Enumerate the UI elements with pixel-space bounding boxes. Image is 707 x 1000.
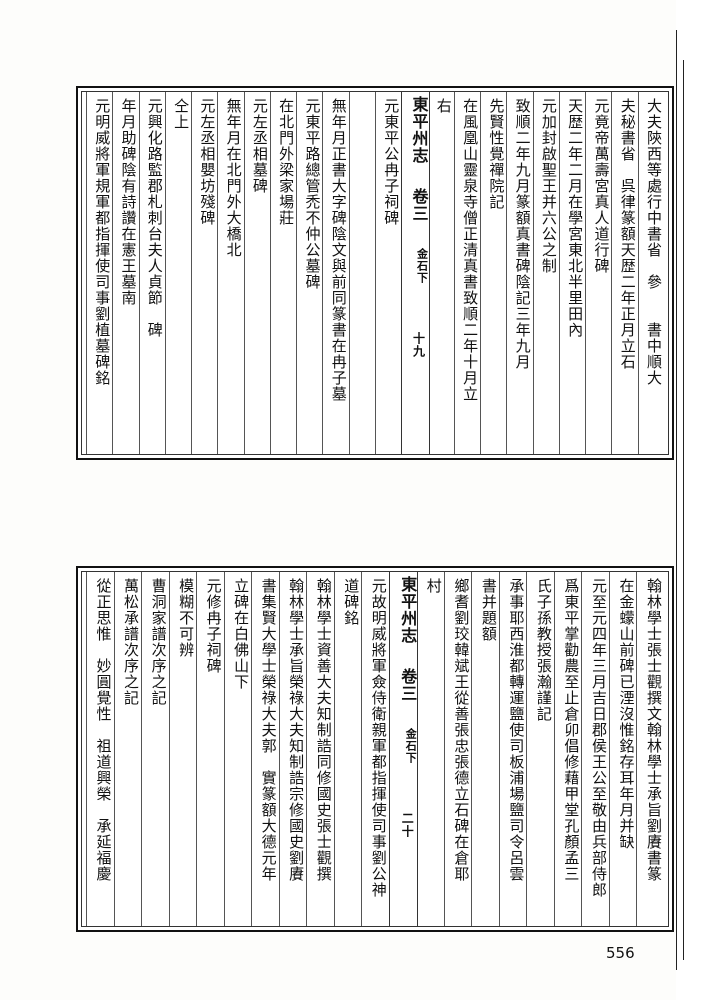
- text-column: 在金蠓山前碑已湮沒惟銘存耳年月并缺: [617, 578, 636, 850]
- gutter-line: [683, 60, 684, 960]
- column-rule: [585, 92, 587, 454]
- text-column: 年月助碑陰有詩讚在憲王墓南: [119, 98, 138, 306]
- text-column: 鄉耆劉珓韓斌王從善張忠張德立石碑在倉耶: [452, 578, 471, 882]
- text-column: 立碑在白佛山下: [232, 578, 251, 690]
- column-rule: [217, 92, 219, 454]
- column-rule: [138, 92, 140, 454]
- text-column: 無年月正書大字碑陰文與前同篆書在冉子墓: [329, 98, 348, 402]
- column-rule: [141, 572, 143, 926]
- bottom-inner-frame: [81, 571, 669, 927]
- text-column: 致順二年九月篆額真書碑陰記三年九月: [513, 98, 532, 370]
- column-rule: [196, 572, 198, 926]
- text-column: 右: [434, 98, 453, 114]
- column-rule: [191, 92, 193, 454]
- text-column: 元加封啟聖王并六公之制: [539, 98, 558, 274]
- center-section: 金石下: [404, 728, 418, 764]
- binding-gutter: [676, 0, 707, 1000]
- column-rule: [471, 572, 473, 926]
- center-page: 二十: [400, 812, 415, 838]
- center-volume: 卷三: [409, 188, 429, 222]
- column-rule: [86, 572, 87, 926]
- column-rule: [375, 92, 376, 454]
- column-rule: [608, 572, 610, 926]
- page-number: 556: [606, 944, 635, 962]
- column-rule: [361, 572, 363, 926]
- column-rule: [112, 92, 114, 454]
- text-column: 元東平公冉子祠碑: [382, 98, 401, 226]
- text-column: 元竟帝萬壽宮真人道行碑: [592, 98, 611, 274]
- text-column: 從正思惟 妙圓覺性 祖道興榮 承延福慶: [94, 578, 113, 882]
- column-rule: [164, 92, 166, 454]
- text-column: 大夫陝西等處行中書省 參 書中順大: [644, 98, 663, 386]
- text-column: 氏子孫教授張瀚謹記: [534, 578, 553, 722]
- text-column: 承事耶西淮都轉運鹽使司板浦場鹽司令呂雲: [507, 578, 526, 882]
- column-rule: [636, 572, 638, 926]
- text-column: 翰林學士張士觀撰文翰林學士承旨劉賡書篆: [644, 578, 663, 882]
- text-column: 模糊不可辨: [177, 578, 196, 658]
- text-column: 元左丞相墓碑: [250, 98, 269, 194]
- text-column: 元修冉子祠碑: [204, 578, 223, 674]
- top-inner-frame: [81, 91, 669, 455]
- text-column: 先賢性覺禪院記: [487, 98, 506, 210]
- column-rule: [223, 572, 225, 926]
- text-column: 元故明威將軍僉侍衛親軍都指揮使司事劉公神: [369, 578, 388, 898]
- text-column: 道碑銘: [342, 578, 361, 626]
- text-column: 元至元四年三月吉日郡侯王公至敬由兵部侍郎: [589, 578, 608, 898]
- text-column: 元東平路總管禿不仲公墓碑: [303, 98, 322, 290]
- text-column: 翰林學士承旨榮祿大夫知制誥宗修國史劉賡: [287, 578, 306, 882]
- column-rule: [611, 92, 613, 454]
- text-column: 無年月在北門外大橋北: [224, 98, 243, 258]
- center-margin: 東平州志卷三金石下二十: [388, 572, 419, 926]
- text-column: 萬松承譜次序之記: [122, 578, 141, 706]
- top-text-block: 大夫陝西等處行中書省 參 書中順大夫秘書省 呉律篆額天歴二年正月立石元竟帝萬壽宮…: [76, 86, 674, 460]
- text-column: 在北門外梁家場莊: [277, 98, 296, 226]
- text-column: 書并題額: [479, 578, 498, 642]
- center-title: 東平州志: [398, 576, 418, 644]
- column-rule: [532, 92, 534, 454]
- column-rule: [637, 92, 639, 454]
- column-rule: [296, 92, 298, 454]
- column-rule: [581, 572, 583, 926]
- column-rule: [553, 572, 555, 926]
- text-column: 元明威將軍規軍都指揮使司事劉植墓碑銘: [93, 98, 112, 386]
- text-column: 天歴二年二月在學宮東北半里田內: [566, 98, 585, 338]
- column-rule: [333, 572, 335, 926]
- column-rule: [322, 92, 324, 454]
- column-rule: [86, 92, 87, 454]
- text-column: 在風凰山靈泉寺僧正清真書致順二年十月立: [461, 98, 480, 402]
- text-column: 曹洞家譜次序之記: [149, 578, 168, 706]
- column-rule: [498, 572, 500, 926]
- text-column: 元興化路監郡札刺台夫人貞節 碑: [145, 98, 164, 338]
- center-page: 十九: [411, 332, 426, 358]
- column-rule: [168, 572, 170, 926]
- column-rule: [506, 92, 508, 454]
- center-margin: 東平州志卷三金石下十九: [401, 92, 430, 454]
- gutter-line: [676, 30, 677, 970]
- text-column: 夫秘書省 呉律篆額天歴二年正月立石: [618, 98, 637, 370]
- column-rule: [269, 92, 271, 454]
- column-rule: [480, 92, 482, 454]
- text-column: 仝上: [172, 98, 191, 130]
- column-rule: [558, 92, 560, 454]
- column-rule: [251, 572, 253, 926]
- column-rule: [348, 92, 350, 454]
- column-rule: [443, 572, 445, 926]
- column-rule: [526, 572, 528, 926]
- bottom-text-block: 翰林學士張士觀撰文翰林學士承旨劉賡書篆在金蠓山前碑已湮沒惟銘存耳年月并缺元至元四…: [76, 566, 674, 932]
- text-column: 村: [424, 578, 443, 594]
- text-column: 翰林學士資善大夫知制誥同修國史張士觀撰: [314, 578, 333, 882]
- column-rule: [306, 572, 308, 926]
- center-volume: 卷三: [398, 668, 418, 702]
- text-column: [349, 98, 375, 448]
- center-section: 金石下: [415, 248, 429, 284]
- text-column: 爲東平掌勸農至止倉卯倡修藉甲堂孔顏孟三: [562, 578, 581, 882]
- text-column: 書集賢大學士榮祿大夫郭 實篆額大德元年: [259, 578, 278, 882]
- column-rule: [243, 92, 245, 454]
- column-rule: [278, 572, 280, 926]
- column-rule: [453, 92, 455, 454]
- text-column: 元左丞相嬰坊殘碑: [198, 98, 217, 226]
- column-rule: [113, 572, 115, 926]
- center-title: 東平州志: [409, 96, 429, 164]
